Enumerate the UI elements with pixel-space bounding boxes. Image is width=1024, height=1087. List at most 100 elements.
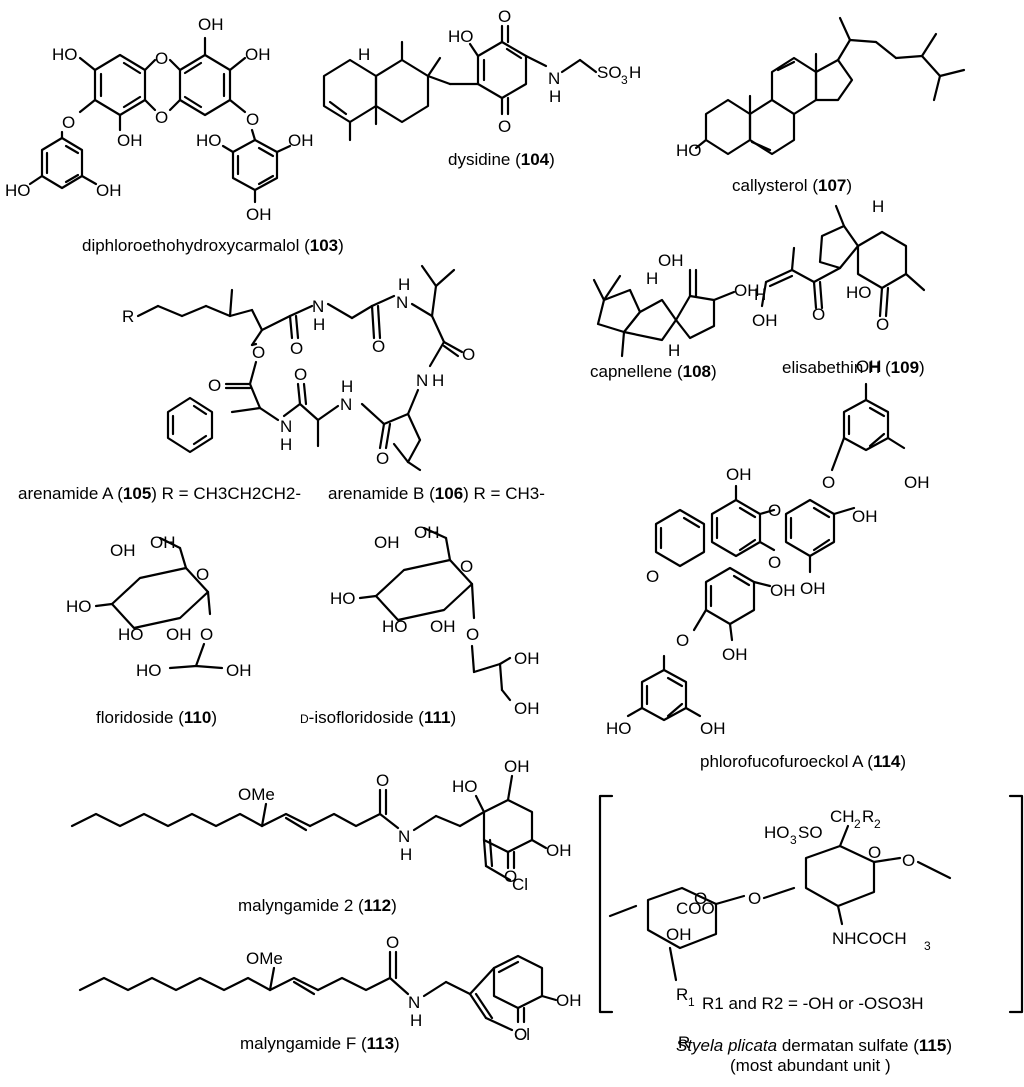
svg-text:OH: OH	[770, 581, 796, 600]
svg-text:OH: OH	[430, 617, 456, 636]
compound-number: 113	[366, 1034, 395, 1053]
svg-text:O: O	[462, 345, 475, 364]
svg-text:HO: HO	[5, 181, 31, 200]
svg-text:O: O	[386, 933, 399, 952]
svg-text:OH: OH	[504, 757, 530, 776]
svg-text:OH: OH	[96, 181, 122, 200]
caption-104: dysidine (104)	[448, 150, 555, 169]
svg-text:O: O	[646, 567, 659, 586]
compound-name: floridoside	[96, 708, 174, 727]
compound-name: malyngamide F	[240, 1034, 357, 1053]
svg-text:OH: OH	[414, 523, 440, 542]
svg-text:HO: HO	[136, 661, 162, 680]
svg-text:H: H	[280, 435, 292, 454]
structure-104: H O O HO N H SO 3 H	[322, 7, 641, 142]
caption-108: capnellene (108)	[590, 362, 717, 381]
caption-115: Styela plicata dermatan sulfate (115)	[676, 1036, 952, 1055]
svg-text:OH: OH	[245, 45, 271, 64]
svg-text:H: H	[872, 197, 884, 216]
compound-number: 111	[423, 708, 451, 727]
svg-text:H: H	[313, 315, 325, 334]
svg-text:N: N	[408, 993, 420, 1012]
svg-text:SO: SO	[798, 823, 823, 842]
compound-name: malyngamide 2	[238, 896, 354, 915]
svg-text:O: O	[196, 565, 209, 584]
caption-115-note: (most abundant unit )	[730, 1056, 891, 1076]
svg-text:R: R	[676, 985, 688, 1004]
svg-text:HO: HO	[846, 283, 872, 302]
svg-text:O: O	[768, 501, 781, 520]
svg-text:O: O	[504, 867, 517, 886]
svg-text:N: N	[340, 395, 352, 414]
structure-110: OH OH O HO HO OH O HO OH	[66, 533, 252, 680]
compound-name: capnellene	[590, 362, 673, 381]
compound-name: diphloroethohydroxycarmalol	[82, 236, 300, 255]
svg-text:O: O	[466, 625, 479, 644]
svg-text:3: 3	[790, 833, 797, 847]
structure-114: OH OH O OH OH O O OH O OH OH O	[606, 357, 930, 738]
compound-number: 109	[890, 358, 920, 377]
compound-name: callysterol	[732, 176, 808, 195]
r-group-definition: R = CH3CH2CH2-	[156, 484, 302, 503]
svg-text:N: N	[396, 293, 408, 312]
compound-number: 104	[520, 150, 550, 169]
compound-number: 107	[817, 176, 847, 195]
caption-106: arenamide B (106) R = CH3-	[328, 484, 545, 503]
svg-text:COO: COO	[676, 899, 715, 918]
svg-text:O: O	[290, 339, 303, 358]
svg-text:O: O	[252, 343, 265, 362]
compound-number: 112	[363, 896, 392, 915]
svg-text:HO: HO	[448, 27, 474, 46]
svg-text:OH: OH	[722, 645, 748, 664]
svg-text:O: O	[694, 889, 707, 908]
svg-text:OH: OH	[658, 251, 684, 270]
substituent-note: R1 and R2 = -OH or -OSO3H	[702, 994, 924, 1014]
caption-114: phlorofucofuroeckol A (114)	[700, 752, 907, 771]
svg-text:HO: HO	[118, 625, 144, 644]
unit-note: (most abundant unit )	[730, 1056, 891, 1075]
structure-113: OMe O N H Cl O OH	[78, 933, 582, 1044]
caption-105: arenamide A (105) R = CH3CH2CH2-	[18, 484, 302, 503]
compound-number: 105	[122, 484, 152, 503]
svg-text:HO: HO	[676, 141, 702, 160]
svg-text:OMe: OMe	[238, 785, 275, 804]
compound-number: 114	[872, 752, 901, 771]
svg-text:O: O	[902, 851, 915, 870]
stereo-prefix: D	[300, 712, 309, 726]
svg-text:OH: OH	[514, 649, 540, 668]
svg-text:Cl: Cl	[512, 875, 528, 894]
svg-text:N: N	[312, 297, 324, 316]
compound-number: 108	[682, 362, 712, 381]
svg-text:H: H	[400, 845, 412, 864]
caption-112: malyngamide 2 (112)	[238, 896, 397, 915]
structure-105-106: R O N H O N H O N H	[122, 264, 475, 472]
structure-108: H OH OH H	[592, 251, 760, 360]
svg-text:OH: OH	[288, 131, 314, 150]
compound-name: -isofloridoside	[308, 708, 414, 727]
compound-name: elisabethin H	[782, 358, 881, 377]
compound-number: 106	[434, 484, 464, 503]
svg-text:R: R	[678, 1033, 690, 1052]
svg-text:OH: OH	[800, 579, 826, 598]
structure-109: H O HO O H OH	[752, 197, 926, 334]
svg-text:HO: HO	[196, 131, 222, 150]
svg-text:O: O	[768, 553, 781, 572]
svg-text:N: N	[548, 69, 560, 88]
svg-text:O: O	[376, 771, 389, 790]
svg-text:H: H	[398, 275, 410, 294]
compound-number: 110	[183, 708, 212, 727]
svg-text:O: O	[748, 889, 761, 908]
svg-text:H: H	[646, 269, 658, 288]
svg-text:O: O	[208, 376, 221, 395]
svg-text:HO: HO	[606, 719, 632, 738]
svg-text:O: O	[155, 108, 168, 127]
svg-text:OH: OH	[198, 15, 224, 34]
svg-text:H: H	[629, 63, 641, 82]
svg-text:N: N	[280, 417, 292, 436]
svg-text:Cl: Cl	[514, 1025, 530, 1044]
svg-text:HO: HO	[66, 597, 92, 616]
structure-111: OH OH O HO HO OH O OH OH	[330, 523, 540, 718]
svg-text:OH: OH	[752, 311, 778, 330]
svg-text:O: O	[812, 305, 825, 324]
